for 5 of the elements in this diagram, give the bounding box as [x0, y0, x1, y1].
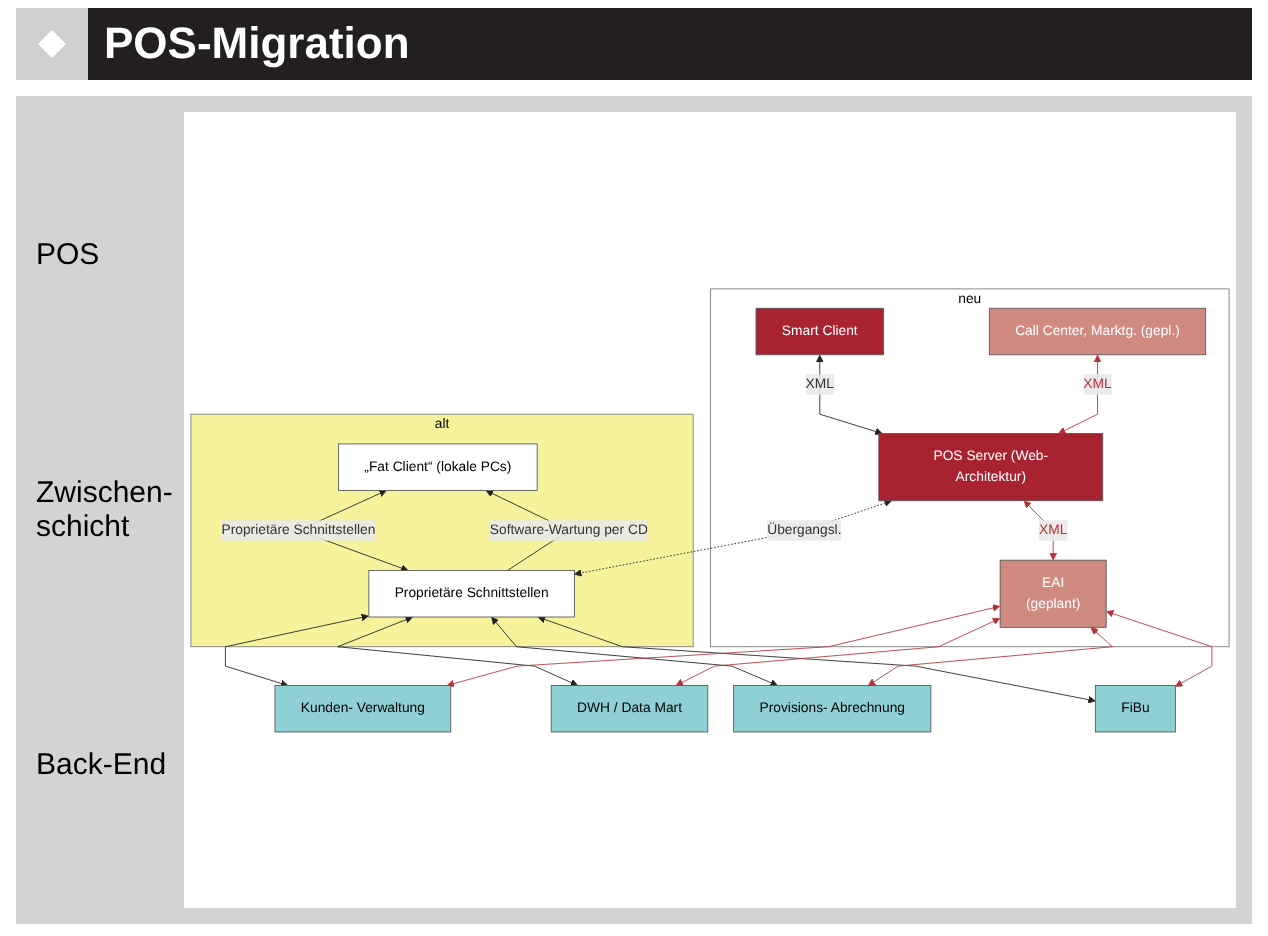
arrow [574, 499, 892, 577]
title: POS-Migration [88, 8, 1252, 80]
row-label: Back-End [34, 748, 169, 782]
row-label: POS [34, 238, 102, 272]
row-label: Zwischen- schicht [34, 476, 175, 544]
